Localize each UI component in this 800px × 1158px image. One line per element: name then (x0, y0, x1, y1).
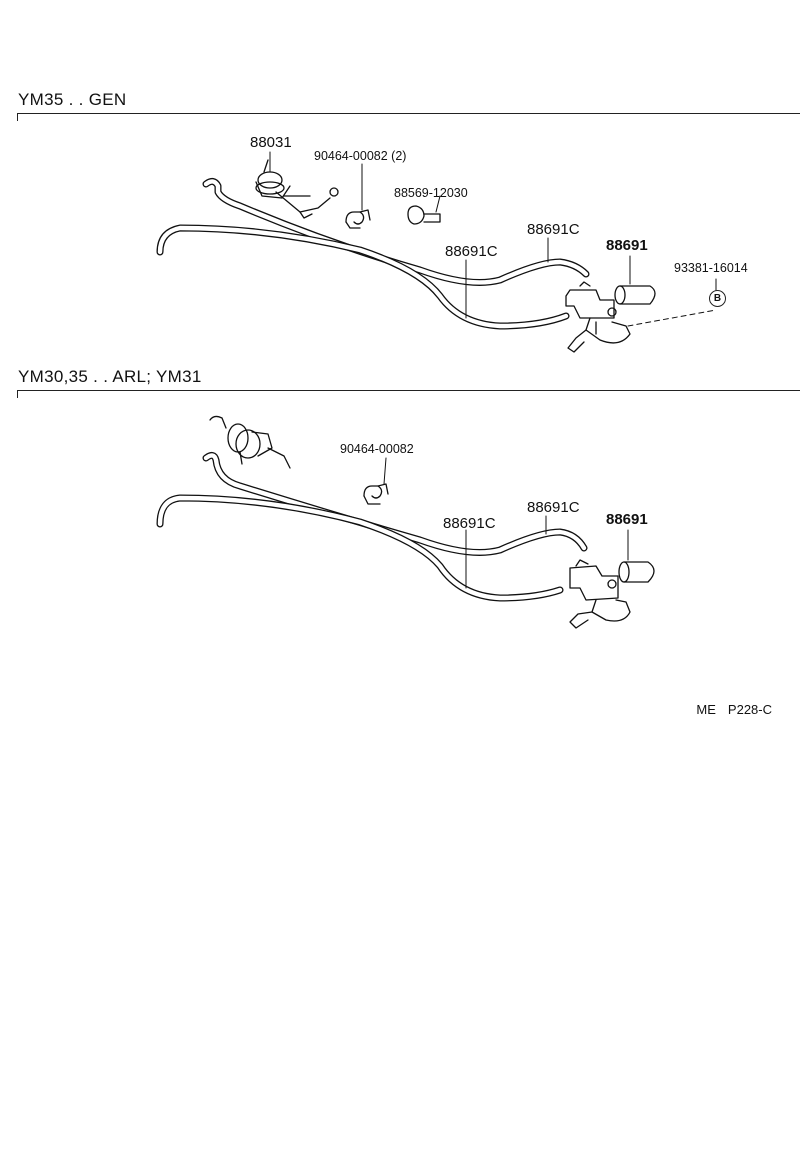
part-label-hose-lower: 88691C (443, 515, 496, 532)
reference-prefix: ME (696, 702, 716, 717)
section-divider-tick (17, 113, 18, 121)
part-label-hose-upper: 88691C (527, 499, 580, 516)
vacuum-actuator-part (209, 415, 291, 469)
part-label-88031: 88031 (250, 134, 292, 151)
section-divider-arl (17, 390, 800, 391)
hose-clamp-part (407, 205, 441, 225)
part-label-clip: 90464-00082 (2) (314, 149, 407, 163)
bolt-mark-badge: B (709, 290, 726, 307)
vsv-valve-part (565, 281, 656, 353)
reference-code: P228-C (727, 702, 772, 717)
vsv-valve-part (569, 559, 655, 629)
part-label-valve: 88691 (606, 511, 648, 528)
part-label-clip: 90464-00082 (340, 442, 414, 456)
section-divider-tick (17, 390, 18, 398)
part-label-hose-lower: 88691C (445, 243, 498, 260)
vacuum-actuator-part (255, 159, 339, 219)
part-label-hose-upper: 88691C (527, 221, 580, 238)
part-label-bolt: 93381-16014 (674, 261, 748, 275)
section-title-gen: YM35 . . GEN (18, 90, 127, 109)
part-label-clamp: 88569-12030 (394, 186, 468, 200)
hose-clip-part (345, 209, 371, 229)
page-reference-code: ME P228-C (696, 702, 772, 717)
section-title-arl: YM30,35 . . ARL; YM31 (18, 367, 202, 386)
hose-clip-part (363, 483, 389, 505)
section-divider-gen (17, 113, 800, 114)
part-label-valve: 88691 (606, 237, 648, 254)
